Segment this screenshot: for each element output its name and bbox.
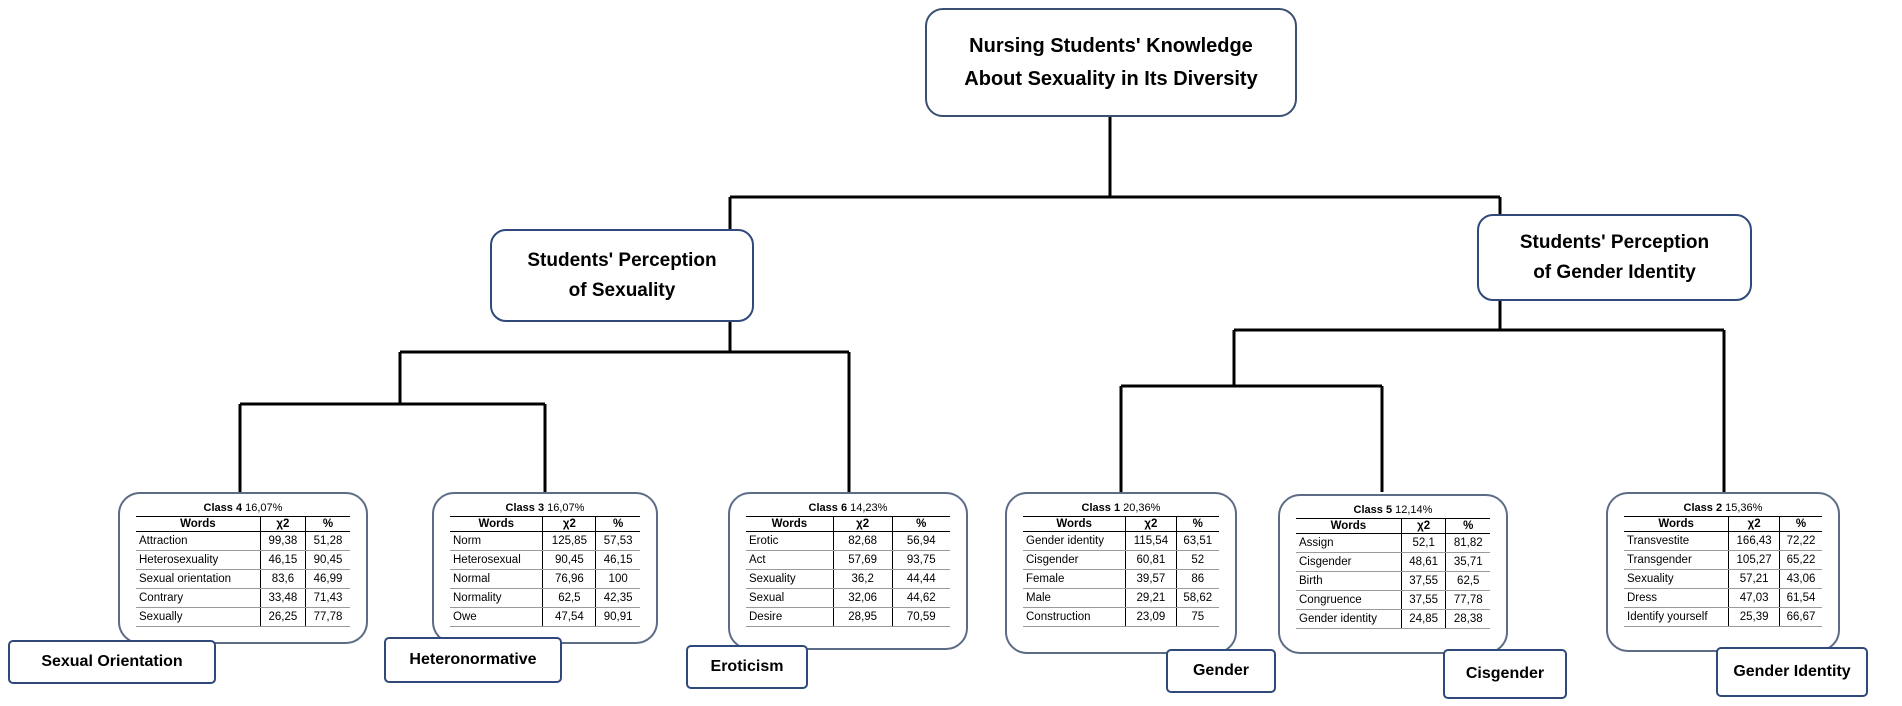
label-sexual-orientation: Sexual Orientation (8, 640, 216, 684)
branch-node-sexuality: Students' Perception of Sexuality (490, 229, 754, 322)
branch-gender-line-2: of Gender Identity (1533, 261, 1696, 283)
label-gender-identity: Gender Identity (1716, 647, 1868, 697)
class-card-title: Class 3 16,07% (505, 502, 585, 514)
class-card-title: Class 4 16,07% (203, 502, 283, 514)
root-node: Nursing Students' Knowledge About Sexual… (925, 8, 1297, 117)
class-card-title: Class 2 15,36% (1683, 502, 1763, 514)
root-title-line-1: Nursing Students' Knowledge (969, 34, 1253, 57)
label-heteronormative: Heteronormative (384, 637, 562, 683)
branch-gender-line-1: Students' Perception (1519, 231, 1710, 253)
class-card-title: Class 5 12,14% (1353, 504, 1433, 516)
root-title-line-2: About Sexuality in Its Diversity (964, 67, 1258, 90)
branch-node-gender-identity: Students' Perception of Gender Identity (1477, 214, 1752, 301)
branch-sexuality-line-2: of Sexuality (568, 279, 676, 301)
label-cisgender: Cisgender (1443, 649, 1567, 699)
label-eroticism: Eroticism (686, 645, 808, 689)
class-card-title: Class 6 14,23% (808, 502, 888, 514)
class-card-title: Class 1 20,36% (1081, 502, 1161, 514)
branch-sexuality-line-1: Students' Perception (527, 249, 717, 271)
label-gender: Gender (1166, 649, 1276, 693)
